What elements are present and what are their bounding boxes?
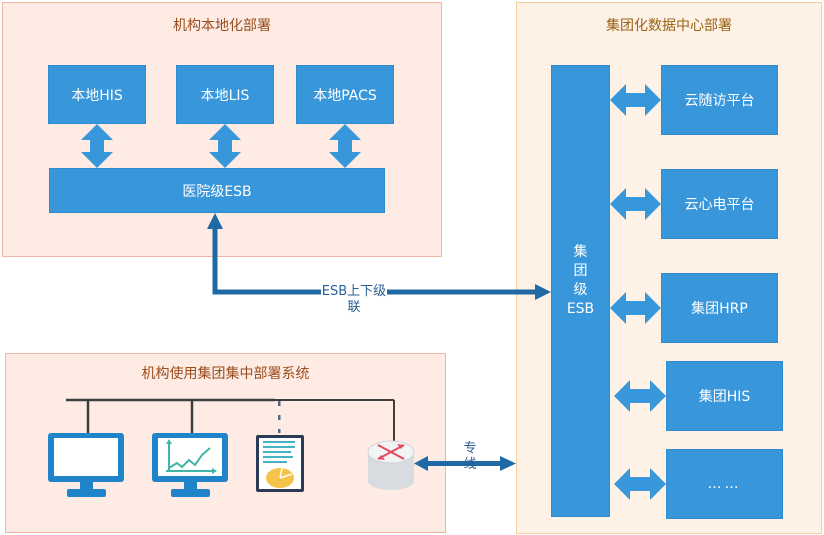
hospital-esb-label: 医院级ESB <box>182 183 252 200</box>
monitor-icon <box>48 433 124 497</box>
dedicated-line-connector <box>414 456 516 471</box>
tablet-report-icon <box>256 435 304 492</box>
local-his-label: 本地HIS <box>71 87 123 104</box>
hrp-double-arrow <box>610 292 661 324</box>
central-panel-title: 机构使用集团集中部署系统 <box>141 366 310 382</box>
ecg-double-arrow <box>610 188 661 220</box>
group-his-label: 集团HIS <box>698 389 751 405</box>
local-pacs-box[interactable]: 本地PACS <box>296 65 394 124</box>
local-pacs-label: 本地PACS <box>313 87 377 104</box>
dedicated-line-label-2: 线 <box>463 457 477 472</box>
his-esb-double-arrow <box>81 124 113 168</box>
bus-dotted-link <box>278 401 281 433</box>
router-icon <box>367 440 415 490</box>
group-his-box[interactable]: 集团HIS <box>666 361 783 431</box>
group-hrp-label: 集团HRP <box>691 301 748 317</box>
followup-double-arrow <box>610 84 661 116</box>
local-lis-box[interactable]: 本地LIS <box>176 65 274 124</box>
cloud-ecg-label: 云心电平台 <box>684 197 755 213</box>
esb-cascade-label-line1: ESB上下级 <box>320 284 388 300</box>
network-bus <box>66 398 395 446</box>
his-double-arrow <box>614 380 666 412</box>
hospital-esb-bar[interactable]: 医院级ESB <box>49 168 385 213</box>
esb-cascade-connector <box>207 213 551 300</box>
pacs-esb-double-arrow <box>329 124 361 168</box>
local-lis-label: 本地LIS <box>200 87 250 104</box>
group-esb-label-3: 级 <box>573 282 588 298</box>
esb-cascade-arrowhead-right <box>535 284 551 300</box>
more-platforms-label: …… <box>707 476 742 492</box>
dedicated-line-label-1: 专 <box>463 441 477 456</box>
monitor-chart-icon <box>152 433 228 497</box>
lis-esb-double-arrow <box>209 124 241 168</box>
more-double-arrow <box>614 468 666 500</box>
group-esb-bar[interactable]: 集 团 级 ESB <box>551 65 610 517</box>
dedicated-line-label: 专 线 <box>458 441 482 473</box>
esb-cascade-label-line2: 联 <box>347 300 361 315</box>
esb-cascade-label: ESB上下级 联 <box>294 284 414 316</box>
cloud-followup-label: 云随访平台 <box>684 93 755 109</box>
more-platforms-box[interactable]: …… <box>666 449 783 519</box>
group-esb-label-4: ESB <box>566 301 595 317</box>
group-hrp-box[interactable]: 集团HRP <box>661 273 778 343</box>
group-esb-label-1: 集 <box>573 244 588 260</box>
local-panel-title: 机构本地化部署 <box>173 18 271 34</box>
cloud-followup-platform-box[interactable]: 云随访平台 <box>661 65 778 135</box>
esb-cascade-arrowhead-up <box>207 213 223 229</box>
group-panel-title: 集团化数据中心部署 <box>606 18 732 34</box>
group-esb-label-2: 团 <box>573 263 588 279</box>
cloud-ecg-platform-box[interactable]: 云心电平台 <box>661 169 778 239</box>
local-his-box[interactable]: 本地HIS <box>48 65 146 124</box>
